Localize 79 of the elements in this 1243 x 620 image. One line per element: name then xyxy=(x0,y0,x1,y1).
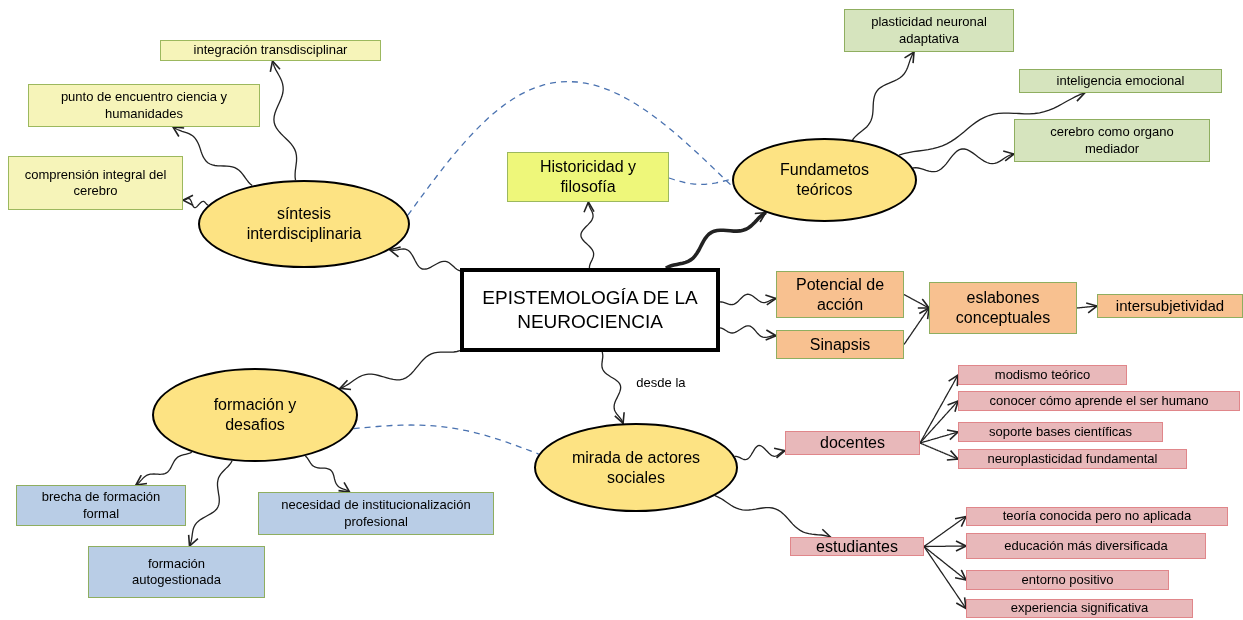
node-label: educación más diversificada xyxy=(1003,537,1169,555)
concept-box xyxy=(966,507,1228,526)
arrow xyxy=(182,194,209,209)
concept-box xyxy=(1019,69,1222,93)
arrow xyxy=(851,51,915,141)
node-label: necesidad de institucionalización profesional xyxy=(280,497,472,530)
node-label: inteligencia emocional xyxy=(1055,72,1186,90)
concept-box xyxy=(785,431,920,455)
concept-box xyxy=(958,422,1163,442)
concept-box xyxy=(958,449,1187,469)
node-label: punto de encuentro ciencia y humanidades xyxy=(59,89,229,122)
arrow xyxy=(919,429,959,444)
arrow xyxy=(665,210,767,270)
arrow xyxy=(923,515,967,548)
concept-box xyxy=(776,330,904,359)
concept-box xyxy=(258,492,494,535)
node-label: integración transdisciplinar xyxy=(192,42,349,59)
node-label: Potencial de acción xyxy=(794,274,886,315)
concept-box xyxy=(160,40,381,61)
node-label: soporte bases científicas xyxy=(987,423,1134,441)
central-topic: EPISTEMOLOGÍA DE LA NEUROCIENCIA xyxy=(481,286,699,334)
concept-box xyxy=(958,391,1240,411)
node-label: eslabones conceptuales xyxy=(954,288,1052,328)
node-label: estudiantes xyxy=(815,536,899,557)
node-label: neuroplasticidad fundamental xyxy=(986,450,1159,468)
arrow xyxy=(719,293,777,306)
concept-box xyxy=(958,365,1127,385)
node-label: comprensión integral del cerebro xyxy=(23,166,168,200)
node-label: Sinapsis xyxy=(808,334,872,355)
arrow xyxy=(135,451,193,486)
arrow xyxy=(903,293,930,309)
concept-box xyxy=(28,84,260,127)
arrow xyxy=(923,545,967,581)
concept-box xyxy=(1097,294,1243,318)
node-label: modismo teórico xyxy=(993,366,1092,384)
concept-box xyxy=(929,282,1077,334)
arrow xyxy=(903,307,930,346)
arrow xyxy=(919,400,959,444)
node-label: cerebro como organo mediador xyxy=(1049,124,1175,157)
concept-box xyxy=(966,599,1193,618)
arrow xyxy=(919,442,959,461)
node-label: Fundametos teóricos xyxy=(779,160,870,200)
concept-box xyxy=(88,546,265,598)
arrow xyxy=(389,246,461,272)
concept-box xyxy=(1014,119,1210,162)
arrow xyxy=(339,350,461,391)
arrow xyxy=(923,540,967,552)
concept-box xyxy=(844,9,1014,52)
arrow xyxy=(269,60,298,181)
arrow xyxy=(187,460,233,547)
node-label: Historicidad y filosofía xyxy=(539,157,637,197)
arrow xyxy=(719,325,777,341)
node-label: mirada de actores sociales xyxy=(570,447,702,488)
central-topic-box xyxy=(460,268,720,352)
concept-box xyxy=(790,537,924,556)
node-label: docentes xyxy=(819,433,886,453)
concept-box xyxy=(966,533,1206,559)
concept-box xyxy=(966,570,1169,590)
concept-box xyxy=(776,271,904,318)
node-label: intersubjetividad xyxy=(1114,296,1226,316)
concept-box xyxy=(507,152,669,202)
concept-box xyxy=(16,485,186,526)
arrow xyxy=(304,455,351,493)
node-label: plasticidad neuronal adaptativa xyxy=(870,14,988,47)
node-label: brecha de formación formal xyxy=(40,489,162,522)
arrow xyxy=(580,201,595,269)
node-label: teoría conocida pero no aplicada xyxy=(1001,508,1193,525)
node-label: síntesis interdisciplinaria xyxy=(245,204,363,244)
arrow xyxy=(898,91,1086,156)
arrow xyxy=(172,126,253,187)
arrow xyxy=(601,351,625,425)
node-label: formación autogestionada xyxy=(131,555,222,589)
node-label: formación y desafios xyxy=(212,395,298,435)
arrow xyxy=(1076,302,1098,314)
arrow xyxy=(923,545,967,610)
node-label: entorno positivo xyxy=(1020,571,1115,589)
node-label: experiencia significativa xyxy=(1009,600,1150,617)
concept-box xyxy=(8,156,183,210)
node-label: conocer cómo aprende el ser humano xyxy=(988,392,1210,410)
